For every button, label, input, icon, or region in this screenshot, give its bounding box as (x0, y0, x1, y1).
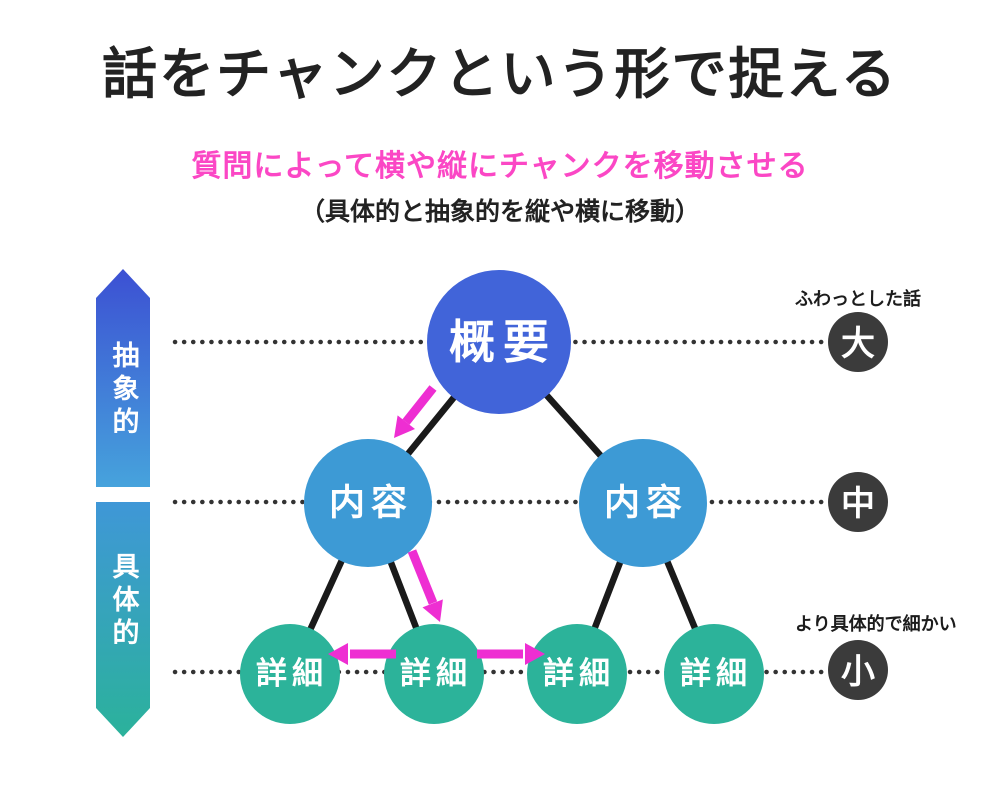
move-arrow-detail-right (477, 643, 545, 665)
abstract-axis-arrow (96, 269, 150, 487)
move-arrow-head (328, 643, 348, 665)
content-node-label-left: 内容 (329, 483, 413, 524)
concrete-axis: 具体的 (96, 546, 150, 656)
detail-node-label-4: 詳細 (680, 656, 752, 692)
concrete-axis-label: 具体的 (107, 551, 139, 651)
subtitle-note: （具体的と抽象的を縦や横に移動） (299, 197, 700, 226)
move-arrow-content-to-detail (407, 549, 443, 622)
detail-node-circle-1 (240, 624, 340, 724)
note-fuzzy-talk: ふわっとした話 (795, 289, 921, 310)
detail-node-circle-4 (664, 624, 764, 724)
detail-node-circle-3 (527, 624, 627, 724)
detail-node-label-3: 詳細 (543, 656, 615, 692)
detail-node-label-2: 詳細 (400, 656, 472, 692)
move-arrow-root-to-content (394, 385, 437, 438)
abstract-axis-label: 抽象的 (107, 340, 139, 440)
move-arrow-head (394, 415, 415, 438)
subtitle-pink: 質問によって横や縦にチャンクを移動させる (191, 149, 809, 184)
size-badge-small-label: 小 (841, 652, 875, 692)
content-node-label-right: 内容 (604, 483, 688, 524)
detail-node-circle-2 (384, 624, 484, 724)
content-node-circle-right (579, 439, 707, 567)
size-badge-small-circle (828, 640, 888, 700)
page-title: 話をチャンクという形で捉える (102, 42, 898, 106)
size-badge-large-label: 大 (841, 324, 875, 364)
content-node-circle-left (304, 439, 432, 567)
detail-node-label-1: 詳細 (256, 656, 328, 692)
size-badge-medium-label: 中 (841, 484, 875, 524)
note-more-concrete: より具体的で細かい (795, 614, 957, 635)
move-arrow-head (422, 599, 443, 622)
concrete-axis-arrow (96, 502, 150, 737)
move-arrow-shaft (407, 549, 438, 605)
abstract-axis: 抽象的 (96, 335, 150, 445)
size-badge-medium-circle (828, 472, 888, 532)
root-node-label: 概要 (449, 315, 557, 369)
move-arrow-shaft (402, 385, 437, 425)
move-arrow-head (525, 643, 545, 665)
root-node-circle (427, 270, 571, 414)
size-badge-large-circle (828, 312, 888, 372)
move-arrow-detail-left (328, 643, 396, 665)
